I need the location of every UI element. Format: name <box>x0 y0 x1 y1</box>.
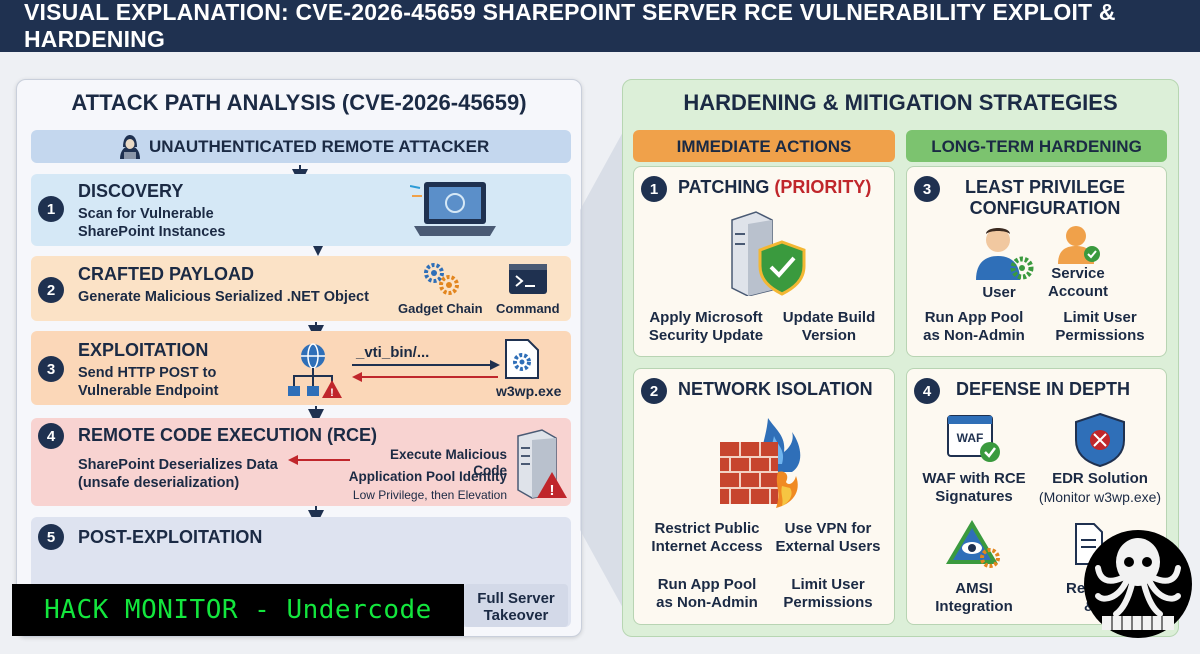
action-text: Permissions <box>783 594 873 611</box>
network-alert-icon: ! <box>288 343 342 399</box>
action-text: Apply Microsoft <box>649 309 763 326</box>
action-text: Limit User <box>791 576 865 593</box>
gear-icon <box>424 263 459 295</box>
laptop-scan-icon <box>410 182 496 236</box>
action-text: Internet Access <box>651 538 763 555</box>
card-patching <box>633 166 895 357</box>
defense-text: Signatures <box>935 488 1013 505</box>
gadget-chain-label: Gadget Chain <box>398 301 483 316</box>
stage-desc: SharePoint Instances <box>78 224 226 240</box>
stage-desc: Vulnerable Endpoint <box>78 383 219 399</box>
octopus-logo <box>1084 530 1192 638</box>
firewall-icon <box>720 418 801 508</box>
stage-number: 3 <box>38 356 64 382</box>
stage-rce <box>31 418 571 506</box>
stage-desc: SharePoint Deserializes Data <box>78 457 278 473</box>
hacker-icon <box>120 135 140 159</box>
stage-title: EXPLOITATION <box>78 340 209 360</box>
card-least-privilege <box>906 166 1167 357</box>
defense-text: (Monitor w3wp.exe) <box>1038 489 1162 505</box>
waf-icon: WAF <box>947 415 1000 462</box>
stage-number: 4 <box>38 423 64 449</box>
action-text: Update Build <box>782 309 876 326</box>
outcome-label-line2: Takeover <box>483 607 549 624</box>
edr-shield-icon <box>1075 412 1125 468</box>
action-text: Version <box>801 327 857 344</box>
long-term-header <box>906 130 1167 162</box>
panel-connector <box>580 130 624 610</box>
card-number: 4 <box>914 378 940 404</box>
stage-exploitation <box>31 331 571 405</box>
file-gear-icon <box>505 339 539 379</box>
action-text: Use VPN for <box>784 520 872 537</box>
defense-text: WAF with RCE <box>922 470 1026 487</box>
immediate-actions-label: IMMEDIATE ACTIONS <box>676 137 852 156</box>
hardening-title: HARDENING & MITIGATION STRATEGIES <box>683 90 1118 115</box>
action-text: as Non-Admin <box>656 594 758 611</box>
action-text: Permissions <box>1055 327 1145 344</box>
action-text: as Non-Admin <box>923 327 1025 344</box>
waf-badge-text: WAF <box>957 431 984 445</box>
svg-text:!: ! <box>550 482 555 499</box>
svg-text:!: ! <box>330 387 334 399</box>
action-text: Security Update <box>648 327 764 344</box>
stage-number: 1 <box>38 196 64 222</box>
card-title: PATCHING (PRIORITY) <box>678 177 871 198</box>
card-title-line1: LEAST PRIVILEGE <box>964 177 1126 197</box>
card-number: 2 <box>641 378 667 404</box>
stage-title: POST-EXPLOITATION <box>78 527 263 547</box>
server-alert-icon: ! <box>517 429 567 499</box>
service-account-icon <box>1058 226 1100 264</box>
stage-title: REMOTE CODE EXECUTION (RCE) <box>78 425 378 445</box>
stage-desc: Scan for Vulnerable <box>78 206 214 222</box>
stage-number: 2 <box>38 277 64 303</box>
stage-title: CRAFTED PAYLOAD <box>78 264 255 284</box>
stage-desc: Send HTTP POST to <box>78 365 217 381</box>
watermark-banner: HACK MONITOR - Undercode <box>12 584 464 636</box>
defense-text: Integration <box>935 598 1013 615</box>
process-label: w3wp.exe <box>496 383 562 399</box>
stage-crafted-payload <box>31 256 571 321</box>
card-title-text: PATCHING <box>678 177 775 197</box>
request-response-arrows <box>352 360 500 382</box>
action-text: Run App Pool <box>924 309 1024 326</box>
attacker-label: UNAUTHENTICATED REMOTE ATTACKER <box>149 137 490 156</box>
page-title: VISUAL EXPLANATION: CVE-2026-45659 SHARE… <box>0 0 1200 52</box>
exec-text: Application Pool Identity <box>348 469 507 484</box>
card-title: DEFENSE IN DEPTH <box>956 379 1131 399</box>
action-text: Run App Pool <box>657 576 757 593</box>
outcome-label-line1: Full Server <box>477 590 555 607</box>
long-term-label: LONG-TERM HARDENING <box>931 137 1142 156</box>
command-label: Command <box>496 301 560 316</box>
immediate-actions-header <box>633 130 895 162</box>
exec-text: Execute Malicious Code <box>389 447 507 478</box>
defense-text: EDR Solution <box>1052 470 1148 487</box>
exec-text: Low Privilege, then Elevation <box>352 488 507 502</box>
service-label: Service <box>1051 265 1105 282</box>
server-shield-icon <box>731 211 806 296</box>
card-title-priority: (PRIORITY) <box>774 177 872 197</box>
stage-title: DISCOVERY <box>78 181 184 201</box>
exec-arrow <box>288 455 350 465</box>
endpoint-path: _vti_bin/... <box>356 344 430 361</box>
card-number: 3 <box>914 176 940 202</box>
amsi-icon <box>946 520 1000 568</box>
card-title: NETWORK ISOLATION <box>678 379 873 399</box>
action-text: Restrict Public <box>654 520 760 537</box>
action-text: External Users <box>775 538 881 555</box>
stage-desc: Generate Malicious Serialized .NET Objec… <box>78 289 369 305</box>
card-number: 1 <box>641 176 667 202</box>
terminal-icon <box>509 264 547 294</box>
defense-text: AMSI <box>955 580 993 597</box>
user-label: User <box>982 284 1016 301</box>
stage-number: 5 <box>38 524 64 550</box>
attack-path-title: ATTACK PATH ANALYSIS (CVE-2026-45659) <box>71 90 527 115</box>
card-title-line2: CONFIGURATION <box>969 198 1121 218</box>
user-gear-icon <box>976 228 1034 280</box>
action-text: Limit User <box>1063 309 1137 326</box>
outcome-box <box>464 584 568 627</box>
service-label: Account <box>1048 283 1108 300</box>
stage-desc: (unsafe deserialization) <box>78 475 240 491</box>
